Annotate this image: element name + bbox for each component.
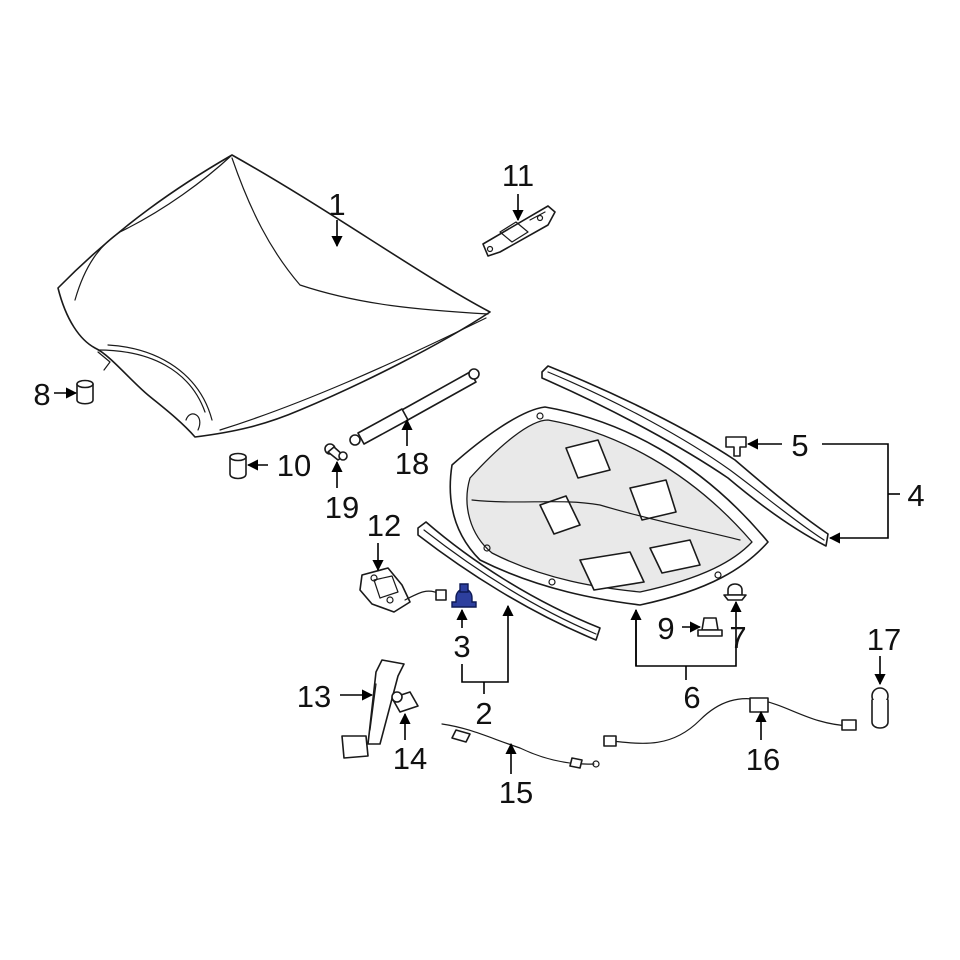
hood-latch[interactable] <box>359 567 447 613</box>
callout-19: 19 <box>325 490 359 525</box>
callout-17: 17 <box>867 622 901 657</box>
ball-stud[interactable] <box>324 443 348 461</box>
seal-clip-highlighted[interactable] <box>451 583 477 608</box>
callout-10: 10 <box>277 448 311 483</box>
release-cable-rear[interactable] <box>603 697 857 747</box>
release-cable-front[interactable] <box>441 723 600 769</box>
callout-2: 2 <box>475 696 492 731</box>
release-handle-bracket[interactable] <box>341 659 405 759</box>
insulator-retainer[interactable] <box>723 583 747 601</box>
hood-panel[interactable] <box>57 154 491 438</box>
callout-13: 13 <box>297 679 331 714</box>
leader-lines <box>54 194 900 774</box>
hood-lift-support[interactable] <box>349 368 480 446</box>
release-handle[interactable] <box>391 691 419 713</box>
callout-4: 4 <box>907 478 924 513</box>
front-seal[interactable] <box>417 521 601 641</box>
callout-7: 7 <box>729 620 746 655</box>
hood-hinge[interactable] <box>482 205 556 257</box>
push-clip[interactable] <box>697 617 723 637</box>
callout-15: 15 <box>499 775 533 810</box>
callout-14: 14 <box>393 741 427 776</box>
callout-8: 8 <box>33 377 50 412</box>
callout-18: 18 <box>395 446 429 481</box>
callout-1: 1 <box>328 187 345 222</box>
callout-3: 3 <box>453 629 470 664</box>
hood-bumper-10[interactable] <box>229 452 247 480</box>
hood-insulator[interactable] <box>449 406 769 606</box>
callout-5: 5 <box>791 428 808 463</box>
weatherstrip-clip[interactable] <box>725 436 747 457</box>
callout-16: 16 <box>746 742 780 777</box>
callout-11: 11 <box>502 158 534 193</box>
callout-6: 6 <box>683 680 700 715</box>
callout-labels: 1 11 8 10 18 19 12 3 2 5 4 9 7 6 13 14 1… <box>33 158 924 810</box>
callout-12: 12 <box>367 508 401 543</box>
callout-9: 9 <box>657 611 674 646</box>
hood-weatherstrip[interactable] <box>541 365 829 547</box>
hood-bumper-8[interactable] <box>76 379 94 405</box>
cable-clip[interactable] <box>871 687 889 729</box>
